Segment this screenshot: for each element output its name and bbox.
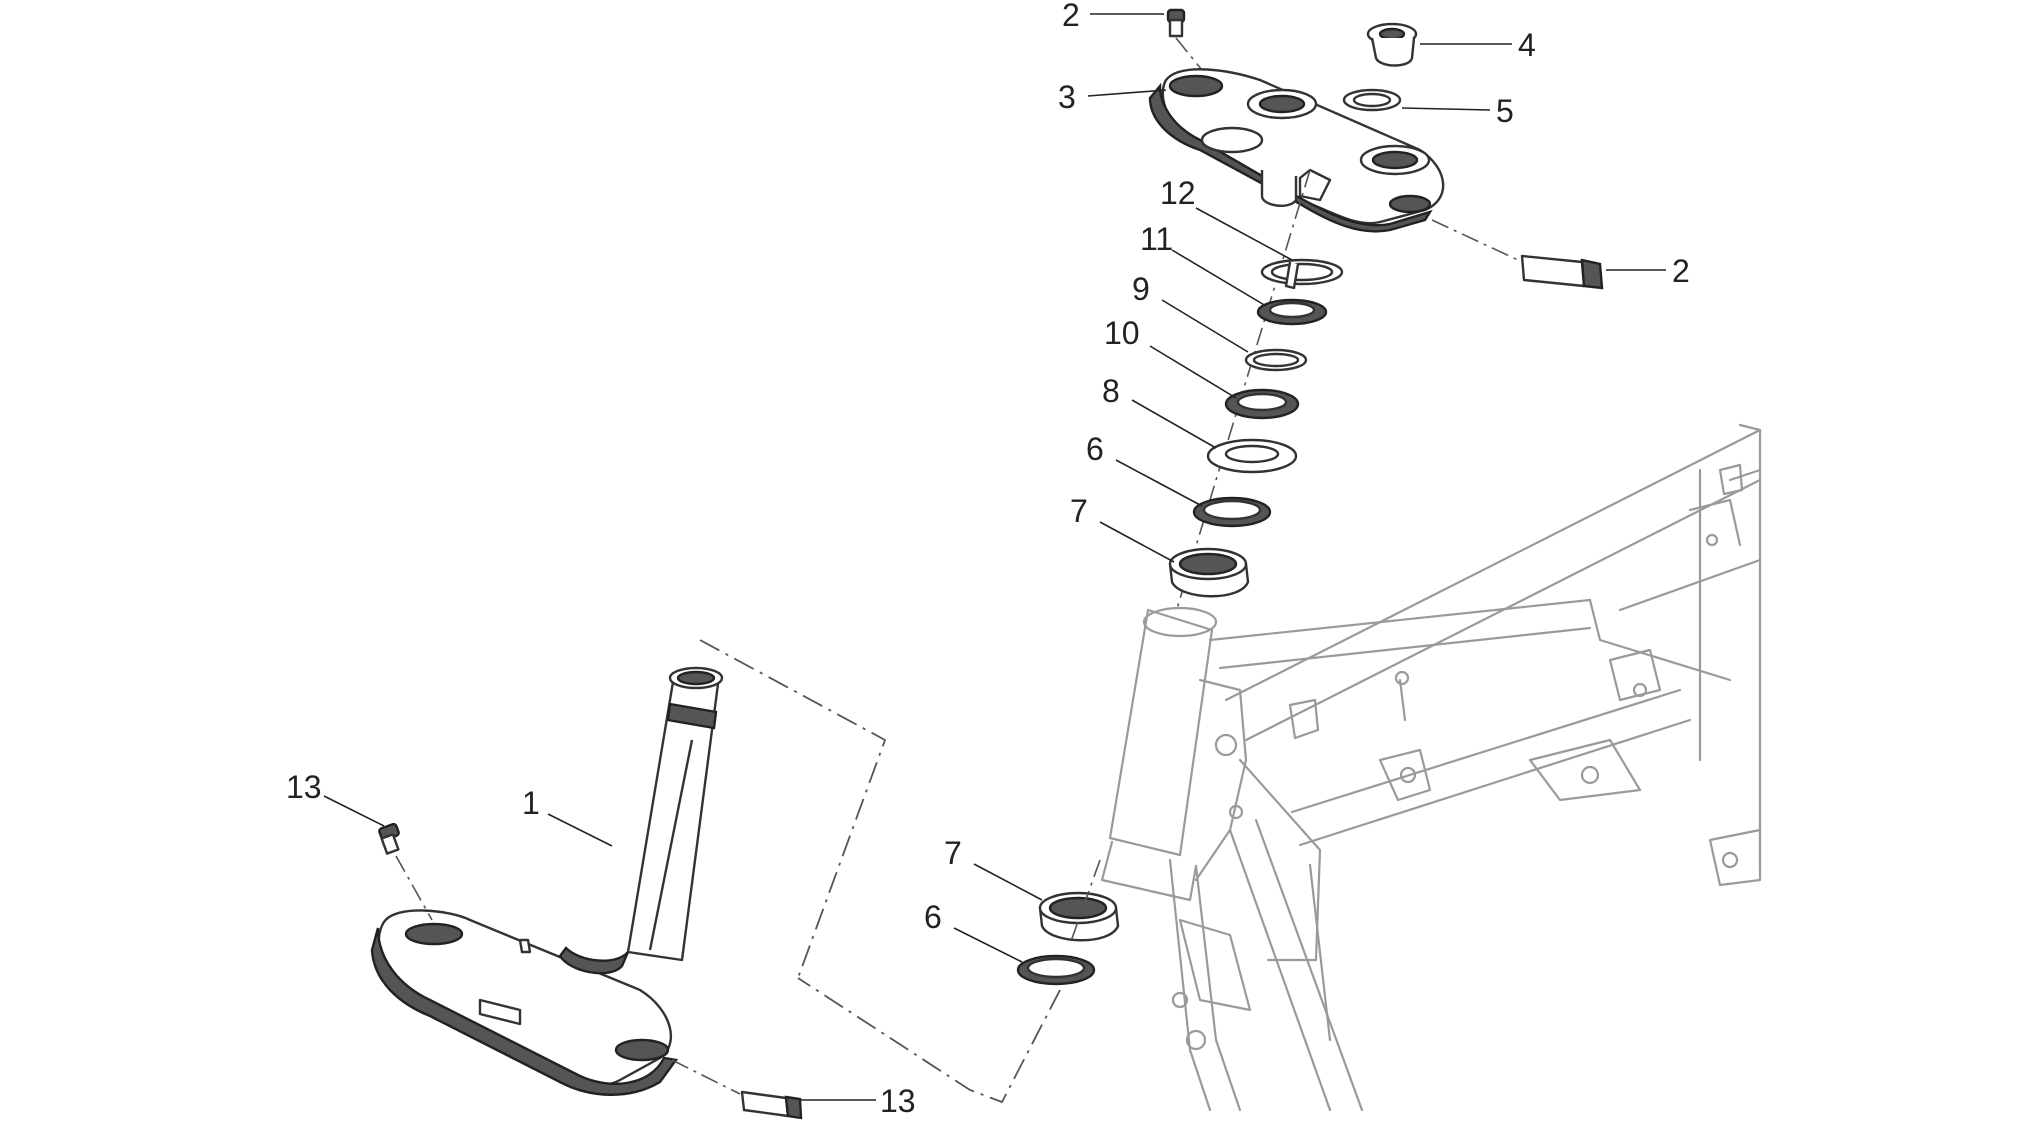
callout-2-top: 2 <box>1062 0 1080 33</box>
callout-10: 10 <box>1104 315 1140 351</box>
callout-7-lower: 7 <box>944 835 962 871</box>
callout-2-right: 2 <box>1672 253 1690 289</box>
bearing-part-7-lower <box>1038 891 1120 942</box>
lower-bearing-set <box>1016 859 1120 986</box>
callout-12: 12 <box>1160 175 1196 211</box>
assembly-guide-dashes <box>699 639 1061 1104</box>
upper-triple-clamp-assembly <box>1148 8 1604 290</box>
washer-part-9 <box>1244 348 1308 372</box>
bearing-stack <box>1168 258 1344 598</box>
callout-8: 8 <box>1102 373 1120 409</box>
bearing-race-part-6-lower <box>1016 954 1096 986</box>
callout-leaders <box>323 13 1666 1101</box>
bolt-part-13-top <box>378 822 400 855</box>
steering-stem-part-1 <box>370 666 724 1096</box>
upper-triple-clamp-part-3 <box>1148 68 1445 233</box>
callout-13-top: 13 <box>286 769 322 805</box>
callout-11: 11 <box>1140 221 1173 257</box>
cap-part-4 <box>1366 22 1418 67</box>
callout-4: 4 <box>1518 27 1536 63</box>
washer-part-5 <box>1342 88 1402 112</box>
callout-7-upper: 7 <box>1070 493 1088 529</box>
bearing-race-part-6-upper <box>1192 496 1272 528</box>
ring-nut-part-11 <box>1256 298 1328 326</box>
callout-3: 3 <box>1058 79 1076 115</box>
callout-9: 9 <box>1132 271 1150 307</box>
bolt-part-2-top <box>1166 8 1186 38</box>
bearing-part-7-upper <box>1168 547 1250 598</box>
bolt-part-2-right <box>1520 254 1604 290</box>
callout-6-lower: 6 <box>924 899 942 935</box>
callout-6-upper: 6 <box>1086 431 1104 467</box>
dust-seal-part-8 <box>1206 438 1298 474</box>
bolt-part-13-bottom <box>740 1090 803 1120</box>
motorcycle-frame <box>1100 423 1762 1112</box>
callout-5: 5 <box>1496 93 1514 129</box>
ring-nut-part-10 <box>1224 388 1300 420</box>
callout-13-bottom: 13 <box>880 1083 916 1119</box>
callout-numbers: 2 4 3 5 12 2 11 9 10 8 6 7 13 1 7 6 13 <box>286 0 1690 1119</box>
callout-1: 1 <box>522 785 540 821</box>
lock-washer-part-12 <box>1260 258 1344 290</box>
